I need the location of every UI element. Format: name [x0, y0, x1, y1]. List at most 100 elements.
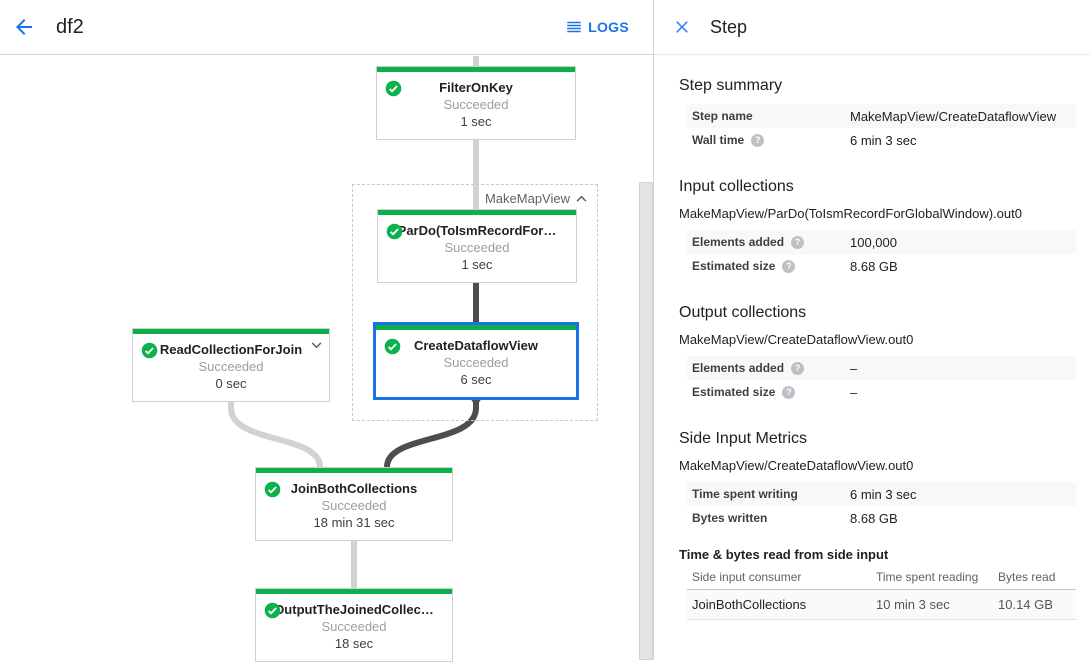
node-status: Succeeded [321, 619, 387, 634]
kv-label: Bytes written [692, 511, 768, 525]
side-input-metrics-rows: Time spent writing 6 min 3 sec Bytes wri… [687, 482, 1076, 530]
node-time: 6 sec [460, 372, 492, 387]
kv-label: Elements added? [692, 235, 850, 249]
group-label: MakeMapView [484, 191, 570, 206]
kv-label: Estimated size? [692, 259, 850, 273]
node-status-bar [256, 468, 452, 473]
chevron-down-icon[interactable] [311, 342, 322, 349]
panel-divider [653, 0, 654, 660]
column-header-bytes: Bytes read [998, 569, 1056, 584]
section-heading-side-input-metrics: Side Input Metrics [679, 430, 808, 447]
kv-row: Elements added? – [687, 356, 1076, 380]
group-collapse-toggle[interactable]: MakeMapView [485, 191, 587, 206]
node-time: 1 sec [461, 257, 493, 272]
node-status-bar [133, 329, 329, 334]
node-status: Succeeded [198, 359, 264, 374]
kv-value: 6 min 3 sec [850, 132, 917, 148]
chevron-up-icon [576, 195, 587, 202]
kv-label: Estimated size? [692, 385, 850, 399]
column-header-consumer: Side input consumer [692, 569, 802, 584]
table-header-row: Side input consumer Time spent reading B… [687, 564, 1076, 590]
help-icon[interactable]: ? [751, 133, 765, 147]
node-status: Succeeded [443, 97, 509, 112]
back-arrow-icon[interactable] [12, 15, 36, 39]
kv-value: – [850, 384, 858, 400]
node-title: CreateDataflowView [413, 338, 539, 353]
kv-row: Estimated size? – [687, 380, 1076, 404]
node-status: Succeeded [444, 240, 510, 255]
node-title: JoinBothCollections [290, 481, 418, 496]
side-input-collection-name: MakeMapView/CreateDataflowView.out0 [679, 458, 914, 473]
kv-label: Elements added? [692, 361, 850, 375]
composite-group-makemapview: MakeMapView [352, 184, 598, 421]
table-row: JoinBothCollections 10 min 3 sec 10.14 G… [687, 590, 1076, 620]
input-collection-name: MakeMapView/ParDo(ToIsmRecordForGlobalWi… [679, 206, 1022, 221]
column-header-time: Time spent reading [876, 569, 979, 584]
close-icon[interactable] [672, 17, 692, 37]
check-circle-icon [264, 481, 281, 498]
check-circle-icon [141, 342, 158, 359]
input-collections-rows: Elements added? 100,000 Estimated size? … [687, 230, 1076, 278]
node-time: 0 sec [215, 376, 247, 391]
node-status-bar [376, 325, 576, 330]
node-title: ReadCollectionForJoin [159, 342, 303, 357]
node-status: Succeeded [321, 498, 387, 513]
logs-button[interactable]: LOGS [565, 18, 629, 36]
graph-node-filteronkey[interactable]: FilterOnKey Succeeded 1 sec [376, 66, 576, 140]
side-input-table: Side input consumer Time spent reading B… [687, 564, 1076, 620]
node-time: 1 sec [460, 114, 492, 129]
kv-value: 100,000 [850, 234, 897, 250]
kv-row: Wall time? 6 min 3 sec [687, 128, 1076, 152]
node-status: Succeeded [443, 355, 509, 370]
help-icon[interactable]: ? [791, 235, 805, 249]
section-heading-input-collections: Input collections [679, 178, 794, 195]
kv-value: 6 min 3 sec [850, 486, 917, 502]
kv-row: Elements added? 100,000 [687, 230, 1076, 254]
kv-label: Step name [692, 109, 753, 123]
dataflow-graph-canvas[interactable]: MakeMapView FilterOnKey Succeeded 1 sec [0, 56, 653, 662]
kv-row: Step name MakeMapView/CreateDataflowView [687, 104, 1076, 128]
kv-label: Time spent writing [692, 487, 798, 501]
graph-node-createdataflowview[interactable]: CreateDataflowView Succeeded 6 sec [373, 322, 579, 400]
node-status-bar [256, 589, 452, 594]
graph-node-pardo-toismrecord[interactable]: ParDo(ToIsmRecordFor… Succeeded 1 sec [377, 209, 577, 283]
kv-label: Wall time? [692, 133, 850, 147]
panel-title: Step [710, 16, 748, 37]
section-heading-step-summary: Step summary [679, 77, 783, 94]
kv-value: 8.68 GB [850, 258, 898, 274]
kv-value: MakeMapView/CreateDataflowView [850, 108, 1057, 124]
node-status-bar [377, 67, 575, 72]
node-title: FilterOnKey [439, 80, 513, 95]
help-icon[interactable]: ? [782, 385, 796, 399]
node-time: 18 min 31 sec [313, 515, 395, 530]
kv-value: – [850, 360, 858, 376]
logs-label: LOGS [588, 19, 629, 35]
graph-node-joinbothcollections[interactable]: JoinBothCollections Succeeded 18 min 31 … [255, 467, 453, 541]
graph-node-outputthejoinedcollection[interactable]: OutputTheJoinedCollec… Succeeded 18 sec [255, 588, 453, 662]
cell-consumer: JoinBothCollections [692, 597, 807, 612]
cell-time: 10 min 3 sec [876, 597, 950, 612]
output-collections-rows: Elements added? – Estimated size? – [687, 356, 1076, 404]
graph-scrollbar[interactable] [639, 182, 653, 660]
kv-row: Time spent writing 6 min 3 sec [687, 482, 1076, 506]
kv-value: 8.68 GB [850, 510, 898, 526]
section-heading-output-collections: Output collections [679, 304, 807, 321]
help-icon[interactable]: ? [791, 361, 805, 375]
kv-row: Estimated size? 8.68 GB [687, 254, 1076, 278]
graph-node-readcollectionforjoin[interactable]: ReadCollectionForJoin Succeeded 0 sec [132, 328, 330, 402]
step-details-panel: Step Step summary Step name MakeMapView/… [654, 0, 1090, 660]
check-circle-icon [386, 223, 403, 240]
step-summary-rows: Step name MakeMapView/CreateDataflowView… [687, 104, 1076, 152]
node-title: OutputTheJoinedCollec… [274, 602, 434, 617]
node-status-bar [378, 210, 576, 215]
help-icon[interactable]: ? [782, 259, 796, 273]
node-title: ParDo(ToIsmRecordFor… [397, 223, 557, 238]
node-time: 18 sec [334, 636, 374, 651]
logs-icon [567, 21, 581, 33]
cell-bytes: 10.14 GB [998, 597, 1053, 612]
check-circle-icon [384, 338, 401, 355]
section-heading-side-input-table: Time & bytes read from side input [679, 547, 889, 562]
output-collection-name: MakeMapView/CreateDataflowView.out0 [679, 332, 914, 347]
kv-row: Bytes written 8.68 GB [687, 506, 1076, 530]
job-title: df2 [56, 15, 84, 38]
